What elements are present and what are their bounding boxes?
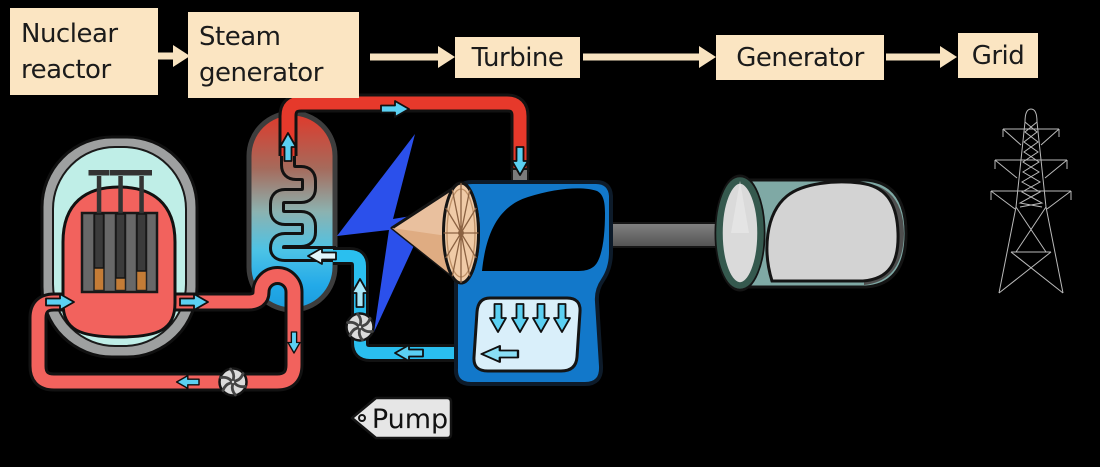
- arrow-steamgen-to-turbine: [370, 46, 455, 68]
- primary-pump-icon: [218, 367, 248, 397]
- arrow-turbine-to-generator: [583, 46, 716, 68]
- turbine-icon: [390, 180, 613, 386]
- flow-box-label: Grid: [971, 40, 1025, 71]
- arrow-reactor-to-steamgen: [147, 45, 190, 67]
- steam-pipe: [278, 93, 530, 172]
- flow-box-generator: Generator: [716, 35, 884, 80]
- pump-tag: Pump: [350, 396, 453, 440]
- flow-arrows: [147, 45, 957, 68]
- flow-box-turbine: Turbine: [455, 37, 580, 78]
- primary-coolant-loop: [28, 266, 304, 392]
- flow-box-nuclear-reactor: Nuclear reactor: [10, 8, 158, 95]
- generator-sheen: [765, 180, 900, 283]
- flow-box-label: Generator: [736, 42, 864, 73]
- flow-box-grid: Grid: [958, 33, 1038, 78]
- control-rods: [88, 170, 152, 279]
- flow-box-label: Steam generator: [199, 22, 323, 88]
- generator-icon: [714, 174, 908, 292]
- flow-box-label: Nuclear reactor: [21, 18, 118, 85]
- electricity-pylon-icon: [990, 108, 1072, 294]
- steam-generator-icon: [246, 110, 338, 313]
- turbine-window: [482, 188, 605, 271]
- flow-box-steam-generator: Steam generator: [188, 12, 359, 98]
- pump-tag-label: Pump: [372, 404, 448, 435]
- turbine-fan-spokes: [443, 183, 479, 283]
- arrow-generator-to-grid: [886, 46, 957, 68]
- flow-box-label: Turbine: [471, 42, 564, 73]
- feed-pump-icon: [345, 312, 375, 342]
- reactor-core: [61, 170, 177, 339]
